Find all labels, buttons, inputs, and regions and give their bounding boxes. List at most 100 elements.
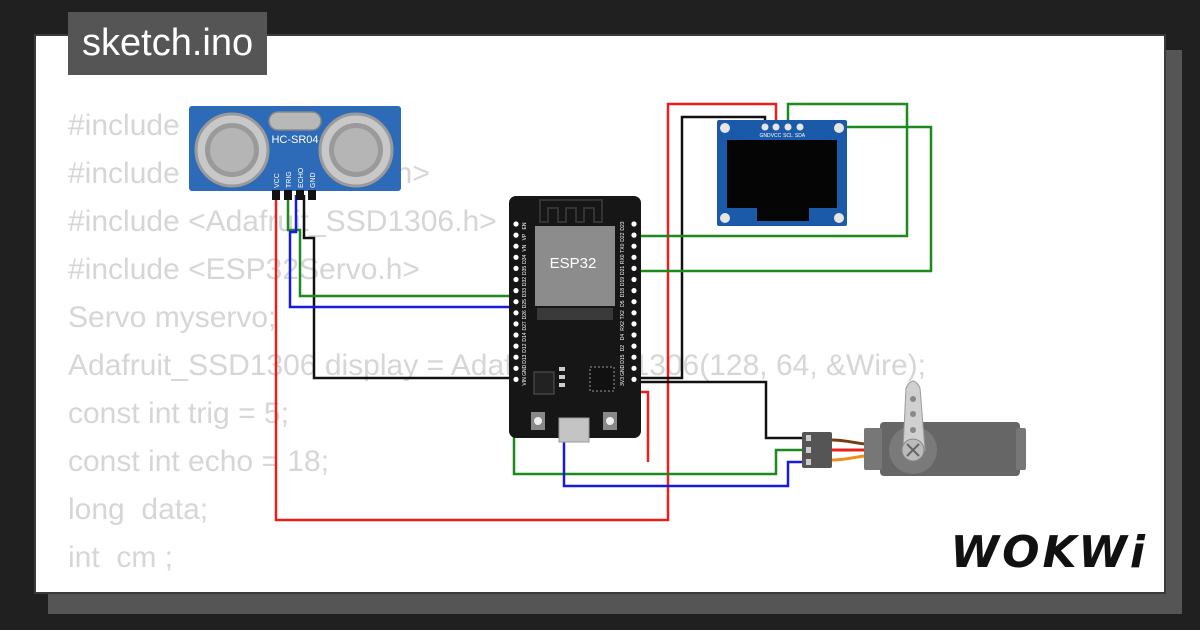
- esp32-label: ESP32: [550, 255, 597, 272]
- board-pin-label: D32: [522, 277, 528, 286]
- board-pin[interactable]: [631, 354, 637, 360]
- board-pin-label: D2: [620, 345, 626, 352]
- board-pin[interactable]: [513, 265, 519, 271]
- ultrasonic-sensor[interactable]: HC-SR04 VCC TRIG ECHO GND: [189, 106, 401, 200]
- code-line: Servo myservo;: [68, 301, 277, 334]
- esp32-board[interactable]: ESP32 ENVPVND34D35D32D33D25D26D27D14D12D…: [509, 196, 641, 443]
- board-pin-label: VIN: [522, 377, 528, 386]
- board-pin[interactable]: [631, 276, 637, 283]
- code-line: long pre_cm = 10;: [68, 582, 926, 592]
- board-pin[interactable]: [513, 232, 519, 238]
- oled-screen: [727, 140, 837, 208]
- usb-serial-chip: [589, 366, 615, 392]
- oled-pin-vcc-label: VCC: [771, 133, 782, 139]
- board-pin-label: 3V3: [620, 377, 626, 386]
- board-pin[interactable]: [631, 221, 637, 227]
- board-pin-label: D14: [522, 332, 528, 341]
- board-pin-label: D33: [522, 288, 528, 297]
- wire-black-sensor-gnd: [302, 195, 512, 380]
- board-pin-label: D25: [522, 299, 528, 308]
- board-pin[interactable]: [513, 299, 519, 305]
- board-right-pins[interactable]: D23D22TX0RX0D21D19D18D5TX2RX2D4D2D15GND3…: [620, 221, 637, 386]
- wokwi-logo: WOKWi: [950, 527, 1148, 578]
- board-pin-label: GND: [620, 364, 626, 376]
- board-pin-label: D15: [620, 354, 626, 363]
- board-pin[interactable]: [631, 288, 637, 294]
- board-left-pins[interactable]: ENVPVND34D35D32D33D25D26D27D14D12D13GNDV…: [513, 221, 528, 386]
- board-pin-label: D23: [620, 221, 626, 230]
- en-button[interactable]: [531, 412, 545, 430]
- board-pin-label: RX2: [620, 321, 626, 331]
- sensor-pin-gnd-label: GND: [310, 172, 317, 188]
- wire-green-oled-scl: [630, 102, 909, 238]
- board-pin[interactable]: [513, 276, 519, 283]
- board-pin-label: D22: [620, 232, 626, 241]
- sensor-header-pins[interactable]: [272, 190, 316, 200]
- board-pin-label: RX0: [620, 254, 626, 264]
- board-pin-label: VN: [522, 244, 528, 251]
- servo-screw-icon: [906, 443, 920, 457]
- oled-pin-gnd-label: GND: [759, 133, 771, 139]
- board-pin[interactable]: [513, 354, 519, 360]
- board-pin[interactable]: [513, 243, 519, 249]
- board-pin[interactable]: [631, 299, 637, 305]
- code-line: long data;: [68, 493, 209, 526]
- board-pin-label: D35: [522, 266, 528, 275]
- board-pin-label: TX2: [620, 310, 626, 319]
- board-pin[interactable]: [631, 365, 637, 371]
- board-pin[interactable]: [513, 332, 519, 338]
- oled-pin-scl-label: SCL: [783, 133, 793, 139]
- esp32-module: [535, 226, 615, 306]
- board-pin-label: D27: [522, 321, 528, 330]
- board-pin[interactable]: [513, 254, 519, 260]
- wire-black-servo-gnd: [630, 380, 808, 440]
- code-line: #include <Adafruit_SSD1306.h>: [68, 205, 497, 238]
- sensor-pin-trig-label: TRIG: [286, 171, 293, 188]
- board-pin-label: D5: [620, 300, 626, 307]
- board-pin[interactable]: [631, 243, 637, 249]
- board-pin[interactable]: [631, 321, 637, 327]
- board-pin[interactable]: [513, 221, 519, 227]
- oled-pin-labels: GND VCC SCL SDA: [759, 133, 805, 139]
- board-pin[interactable]: [631, 376, 637, 382]
- code-line: int cm ;: [68, 541, 174, 574]
- sensor-model-label: HC-SR04: [271, 134, 318, 146]
- board-pin-label: D26: [522, 310, 528, 319]
- board-pin-label: D4: [620, 334, 626, 341]
- board-pin-label: D19: [620, 277, 626, 286]
- oled-display[interactable]: GND VCC SCL SDA: [717, 120, 847, 226]
- board-pin[interactable]: [513, 288, 519, 294]
- board-pin[interactable]: [513, 376, 519, 382]
- code-line: const int echo = 18;: [68, 445, 330, 478]
- usb-port[interactable]: [558, 417, 590, 443]
- sensor-pin-labels: VCC TRIG ECHO GND: [274, 167, 317, 188]
- board-pin[interactable]: [513, 310, 519, 316]
- board-pin[interactable]: [513, 365, 519, 371]
- board-pin[interactable]: [631, 265, 637, 271]
- board-pin[interactable]: [631, 332, 637, 338]
- board-pin-label: D34: [522, 255, 528, 264]
- board-pin[interactable]: [631, 254, 637, 260]
- oled-pin-sda-label: SDA: [795, 133, 806, 139]
- wire-blue-sensor-echo: [288, 195, 512, 309]
- board-pin[interactable]: [631, 310, 637, 316]
- oled-pin-headers[interactable]: [761, 123, 804, 131]
- servo-motor[interactable]: [802, 380, 1026, 476]
- board-pin[interactable]: [513, 343, 519, 349]
- board-pin-label: GND: [522, 364, 528, 376]
- board-pin-label: D12: [522, 343, 528, 352]
- boot-button[interactable]: [603, 412, 617, 430]
- board-pin-label: D18: [620, 288, 626, 297]
- code-line: const int trig = 5;: [68, 397, 289, 430]
- wire-green-oled-sda: [630, 125, 933, 273]
- board-pin[interactable]: [513, 321, 519, 327]
- board-pin[interactable]: [631, 232, 637, 238]
- board-pin-label: D21: [620, 266, 626, 275]
- voltage-regulator: [533, 371, 555, 395]
- sensor-pin-echo-label: ECHO: [298, 167, 305, 188]
- wire-green-sensor-trig: [286, 195, 512, 298]
- board-pin[interactable]: [631, 343, 637, 349]
- sketch-filename-tab[interactable]: sketch.ino: [68, 12, 268, 75]
- board-pin-label: TX0: [620, 243, 626, 252]
